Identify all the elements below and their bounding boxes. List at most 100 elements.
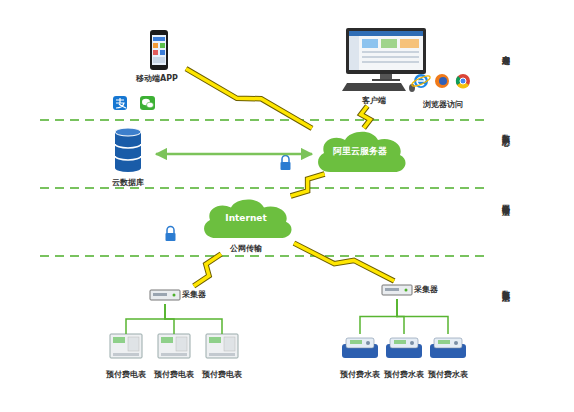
node-label: 预付费电表 <box>106 370 146 380</box>
meter-display <box>113 337 125 343</box>
screen-block <box>153 57 165 63</box>
phone-body <box>150 30 168 70</box>
collector-device <box>150 290 180 300</box>
node-label: 浏览器访问 <box>423 100 463 110</box>
device-port <box>153 293 167 296</box>
meter-node: 预付费电表 <box>152 334 196 380</box>
chrome-icon <box>456 74 470 88</box>
meter-top <box>346 338 374 348</box>
cylinder-bottom <box>115 164 141 172</box>
meter-display <box>161 337 173 343</box>
meter-terminal <box>209 353 235 356</box>
alipay-mark <box>116 98 126 108</box>
database-node: 云数据库 <box>100 126 156 188</box>
screen-header <box>349 31 423 36</box>
alipay-icon <box>113 96 127 110</box>
screen-row <box>362 61 419 63</box>
bolt-outline <box>194 254 221 286</box>
client-node: 客户端 <box>338 24 410 106</box>
meter-display <box>209 337 221 343</box>
lock-body <box>166 233 176 241</box>
monitor-screen <box>349 31 423 70</box>
lock-shackle <box>167 227 174 234</box>
screen-block <box>400 39 419 48</box>
wireless-link <box>294 243 394 281</box>
screen-block <box>362 39 378 48</box>
meter-terminal <box>113 353 139 356</box>
water-meter-icon <box>386 338 422 358</box>
wire-link <box>126 304 165 334</box>
wire-link <box>397 299 448 334</box>
node-label: 公网传输 <box>198 244 294 254</box>
ie-ring <box>411 74 432 88</box>
connector-path <box>360 299 397 334</box>
layer-label: 数据采集层 <box>500 284 510 289</box>
collector-node: 采集器 <box>380 281 456 299</box>
wechat-bubble <box>147 102 154 108</box>
firefox-icon <box>435 74 449 88</box>
collector-node: 采集器 <box>148 286 224 304</box>
lock-icon <box>166 227 176 242</box>
connector-path <box>294 243 394 281</box>
monitor-stand <box>380 74 392 79</box>
screen-block <box>153 37 165 41</box>
layer-label: 数据中心层 <box>500 128 510 133</box>
node-label: 预付费电表 <box>154 370 194 380</box>
meter-dial <box>410 341 414 345</box>
server-cloud: 阿里云服务器 <box>312 128 408 174</box>
app-node: 移动端APP <box>128 26 186 84</box>
electric-meter-icon <box>206 334 238 358</box>
meter-display <box>350 340 362 344</box>
screen-row <box>362 56 419 58</box>
wireless-link <box>194 254 221 286</box>
meter-top <box>390 338 418 348</box>
node-label: 客户端 <box>362 96 386 106</box>
connector-path <box>165 304 222 334</box>
meter-top <box>434 338 462 348</box>
wechat-icon <box>140 96 155 110</box>
connector-path <box>156 153 312 156</box>
browser-node: 浏览器访问 <box>410 70 476 110</box>
node-label: 预付费水表 <box>340 370 380 380</box>
meter-node: 预付费电表 <box>104 334 148 380</box>
internet-cloud: Internet公网传输 <box>198 196 294 254</box>
wireless-link <box>186 69 312 129</box>
cylinder-top <box>115 128 141 136</box>
bolt-outline <box>294 243 394 281</box>
meter-display <box>394 340 406 344</box>
alipay-badge <box>113 96 127 110</box>
node-label: 采集器 <box>182 290 206 300</box>
meter-node: 预付费水表 <box>338 334 382 380</box>
layer-label: 网络传输层 <box>500 198 510 203</box>
browser-icons <box>411 74 470 88</box>
lock-shackle <box>282 156 289 163</box>
screen-block <box>160 43 165 48</box>
device-body <box>382 285 412 295</box>
dashed-line <box>40 187 490 189</box>
screen-row <box>362 51 419 53</box>
node-label: 采集器 <box>414 285 438 295</box>
database-icon <box>115 128 141 172</box>
phone-screen <box>152 35 166 65</box>
electric-meter-icon <box>110 334 142 358</box>
connector-path <box>186 69 312 129</box>
water-meter-icon <box>342 338 378 358</box>
meter-dial <box>366 341 370 345</box>
screen-sidebar <box>349 36 359 70</box>
connector-path <box>397 299 448 334</box>
screen-block <box>381 39 397 48</box>
monitor <box>346 28 426 74</box>
cylinder-body <box>115 132 141 168</box>
dashed-line <box>40 255 490 257</box>
meter-body <box>158 334 190 358</box>
double-arrow <box>156 154 312 155</box>
chrome-center <box>460 78 466 84</box>
cylinder-stripe <box>115 144 141 160</box>
monitor-base <box>372 79 400 81</box>
node-label: 移动端APP <box>136 74 178 84</box>
meter-terminal <box>161 353 187 356</box>
bolt-outline <box>291 174 325 196</box>
bolt-outline <box>186 69 312 129</box>
